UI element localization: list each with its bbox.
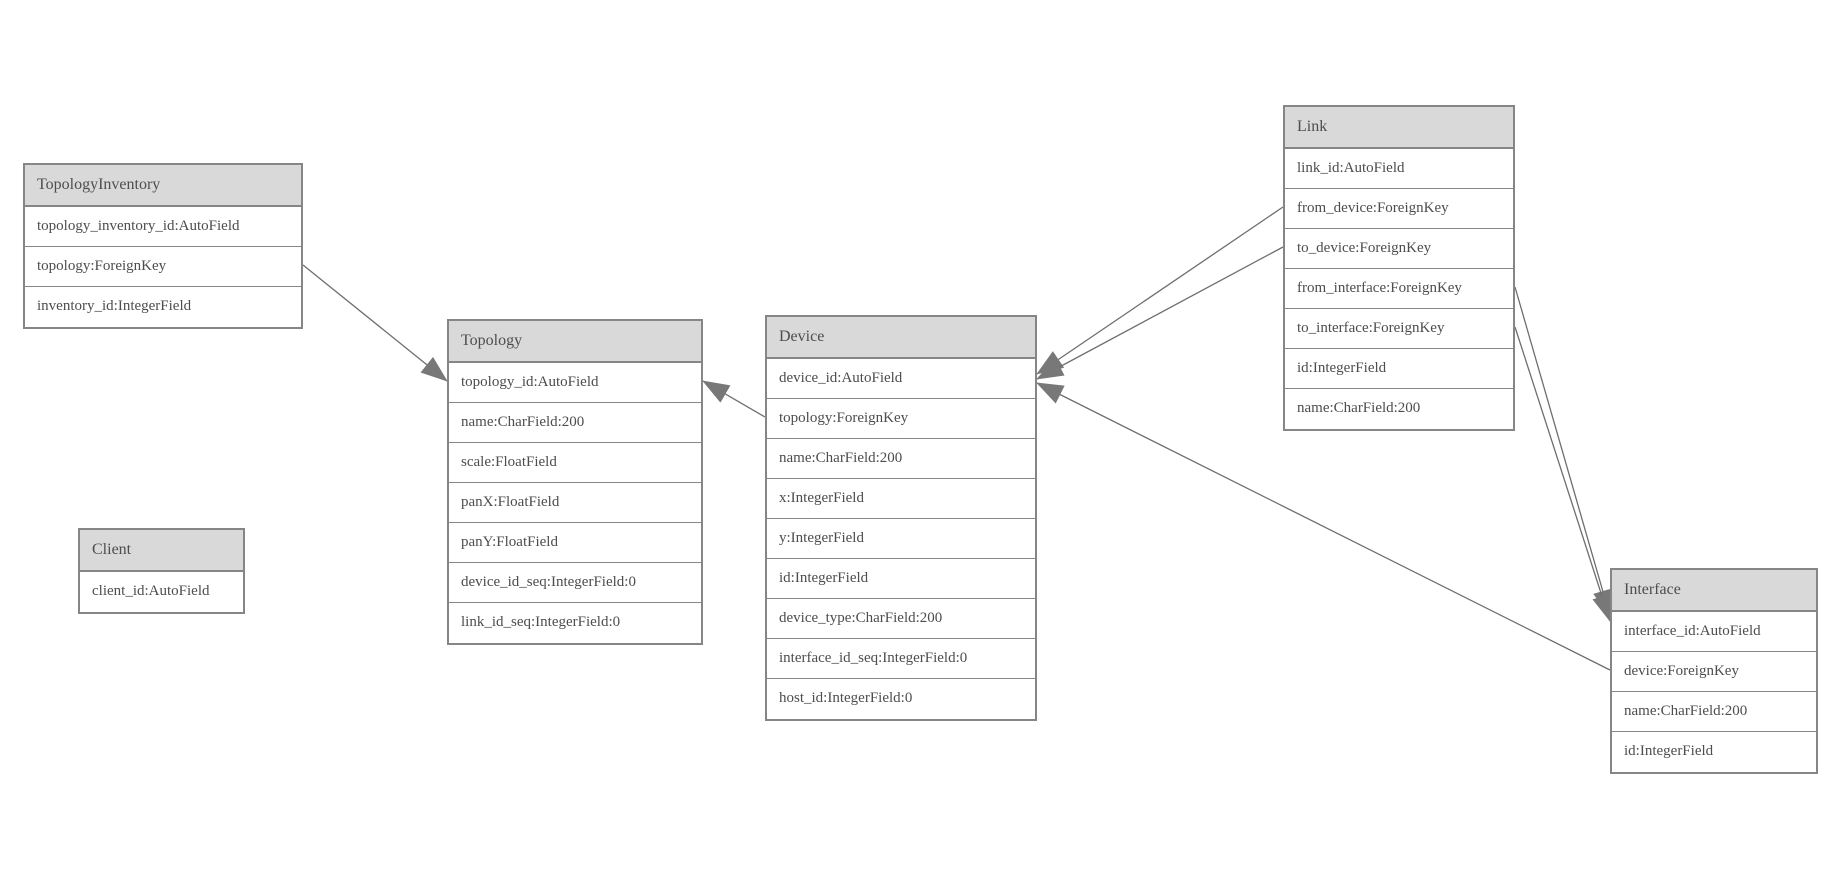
field-row: inventory_id:IntegerField — [25, 287, 301, 327]
field-row: name:CharField:200 — [1612, 692, 1816, 732]
entity-title-topology_inventory: TopologyInventory — [25, 165, 301, 207]
field-row: name:CharField:200 — [767, 439, 1035, 479]
field-row: from_interface:ForeignKey — [1285, 269, 1513, 309]
field-row: panY:FloatField — [449, 523, 701, 563]
field-row: id:IntegerField — [767, 559, 1035, 599]
entity-title-client: Client — [80, 530, 243, 572]
entity-title-link: Link — [1285, 107, 1513, 149]
field-row: name:CharField:200 — [1285, 389, 1513, 429]
field-row: device:ForeignKey — [1612, 652, 1816, 692]
field-row: device_id_seq:IntegerField:0 — [449, 563, 701, 603]
relation-link-from-interface — [1514, 286, 1613, 617]
field-row: panX:FloatField — [449, 483, 701, 523]
relation-link-to-interface — [1514, 326, 1612, 622]
entity-title-device: Device — [767, 317, 1035, 359]
field-row: topology_inventory_id:AutoField — [25, 207, 301, 247]
field-row: link_id_seq:IntegerField:0 — [449, 603, 701, 643]
field-row: name:CharField:200 — [449, 403, 701, 443]
field-row: interface_id:AutoField — [1612, 612, 1816, 652]
field-row: id:IntegerField — [1285, 349, 1513, 389]
field-row: to_interface:ForeignKey — [1285, 309, 1513, 349]
field-row: y:IntegerField — [767, 519, 1035, 559]
field-row: id:IntegerField — [1612, 732, 1816, 772]
relation-device-topology — [702, 380, 766, 418]
field-row: topology_id:AutoField — [449, 363, 701, 403]
field-row: from_device:ForeignKey — [1285, 189, 1513, 229]
field-row: link_id:AutoField — [1285, 149, 1513, 189]
relation-link-to-device — [1036, 246, 1284, 380]
field-row: topology:ForeignKey — [767, 399, 1035, 439]
relation-topologyinventory-topology — [302, 264, 448, 382]
entity-title-topology: Topology — [449, 321, 701, 363]
relation-link-from-device — [1036, 206, 1284, 375]
field-row: x:IntegerField — [767, 479, 1035, 519]
entity-title-interface: Interface — [1612, 570, 1816, 612]
field-row: device_id:AutoField — [767, 359, 1035, 399]
field-row: client_id:AutoField — [80, 572, 243, 612]
field-row: scale:FloatField — [449, 443, 701, 483]
field-row: device_type:CharField:200 — [767, 599, 1035, 639]
field-row: to_device:ForeignKey — [1285, 229, 1513, 269]
field-row: topology:ForeignKey — [25, 247, 301, 287]
field-row: interface_id_seq:IntegerField:0 — [767, 639, 1035, 679]
field-row: host_id:IntegerField:0 — [767, 679, 1035, 719]
